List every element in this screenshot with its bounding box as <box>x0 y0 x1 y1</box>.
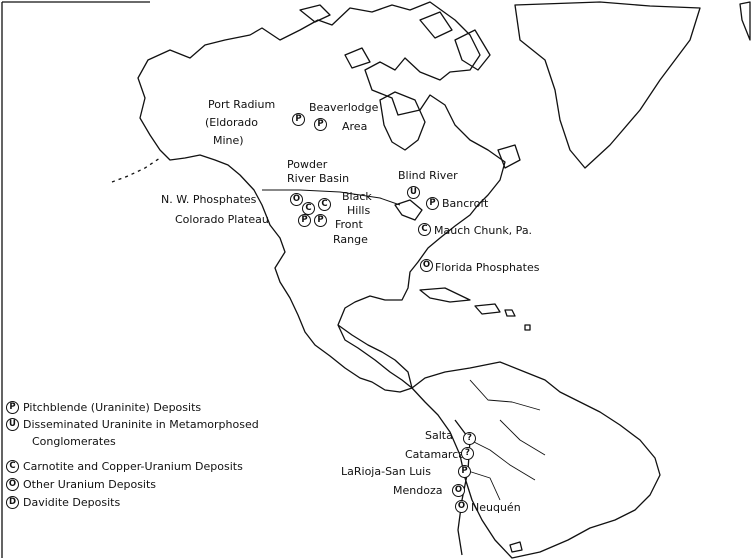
label-black: Black <box>342 190 372 203</box>
label-lariojas-san-luis: LaRioja-San Luis <box>341 465 431 478</box>
marker-nw-phosphates: O <box>290 193 303 206</box>
legend-symbol: O <box>6 478 19 491</box>
marker-black-hills: C <box>318 198 331 211</box>
iceland <box>739 1 751 41</box>
marker-port-radium: P <box>292 113 305 126</box>
label-eldorado-open: (Eldorado <box>205 116 258 129</box>
marker-catamarca: ? <box>461 447 474 460</box>
label-range: Range <box>333 233 368 246</box>
marker-lariojas: P <box>458 465 471 478</box>
label-mendoza: Mendoza <box>393 484 443 497</box>
label-beaverlodge: Beaverlodge <box>309 101 379 114</box>
label-catamarca: Catamarca <box>405 448 466 461</box>
marker-bancroft: P <box>426 197 439 210</box>
legend-symbol: U <box>6 418 19 431</box>
label-nw-phosphates: N. W. Phosphates <box>161 193 257 206</box>
caribbean-islands <box>504 309 531 331</box>
label-port-radium: Port Radium <box>208 98 276 111</box>
arctic-islands <box>299 4 491 71</box>
legend-label: Conglomerates <box>32 435 116 448</box>
label-blind-river: Blind River <box>398 169 458 182</box>
label-eldorado-close: Mine) <box>213 134 244 147</box>
marker-colorado-plateau: P <box>298 214 311 227</box>
hudson-bay <box>379 91 426 151</box>
greenland <box>514 1 701 169</box>
marker-mauch-chunk: C <box>418 223 431 236</box>
label-powder: Powder <box>287 158 328 171</box>
marker-salta: ? <box>463 432 476 445</box>
marker-beaverlodge: P <box>314 118 327 131</box>
central-america <box>337 324 413 389</box>
great-lakes <box>394 199 423 221</box>
national-border <box>262 189 401 206</box>
label-river-basin: River Basin <box>287 172 350 185</box>
legend-symbol: P <box>6 401 19 414</box>
label-hills: Hills <box>347 204 371 217</box>
label-bancroft: Bancroft <box>442 197 489 210</box>
label-neuquen: Neuquén <box>471 501 521 514</box>
legend-symbol: C <box>6 460 19 473</box>
label-colorado-plateau: Colorado Plateau <box>175 213 269 226</box>
newfoundland <box>497 144 521 169</box>
label-area: Area <box>342 120 368 133</box>
label-mauch-chunk: Mauch Chunk, Pa. <box>434 224 533 237</box>
map-border <box>1 1 150 558</box>
marker-mendoza: O <box>452 484 465 497</box>
legend-symbol: D <box>6 496 19 509</box>
south-america-borders <box>464 379 546 501</box>
marker-blind-river: U <box>407 186 420 199</box>
marker-front-range: P <box>314 214 327 227</box>
hispaniola <box>474 303 501 315</box>
legend-label: Pitchblende (Uraninite) Deposits <box>23 401 202 414</box>
legend-label: Disseminated Uraninite in Metamorphosed <box>23 418 259 431</box>
north-america-coast <box>137 1 506 393</box>
marker-florida: O <box>420 259 433 272</box>
cuba <box>419 287 471 303</box>
legend-label: Other Uranium Deposits <box>23 478 157 491</box>
aleutian-chain <box>111 157 161 183</box>
label-salta: Salta <box>425 429 453 442</box>
label-front: Front <box>335 218 363 231</box>
legend-label: Carnotite and Copper-Uranium Deposits <box>23 460 243 473</box>
legend-label: Davidite Deposits <box>23 496 121 509</box>
falklands <box>509 541 523 553</box>
label-florida-phosphates: Florida Phosphates <box>435 261 540 274</box>
marker-neuquen: O <box>455 500 468 513</box>
